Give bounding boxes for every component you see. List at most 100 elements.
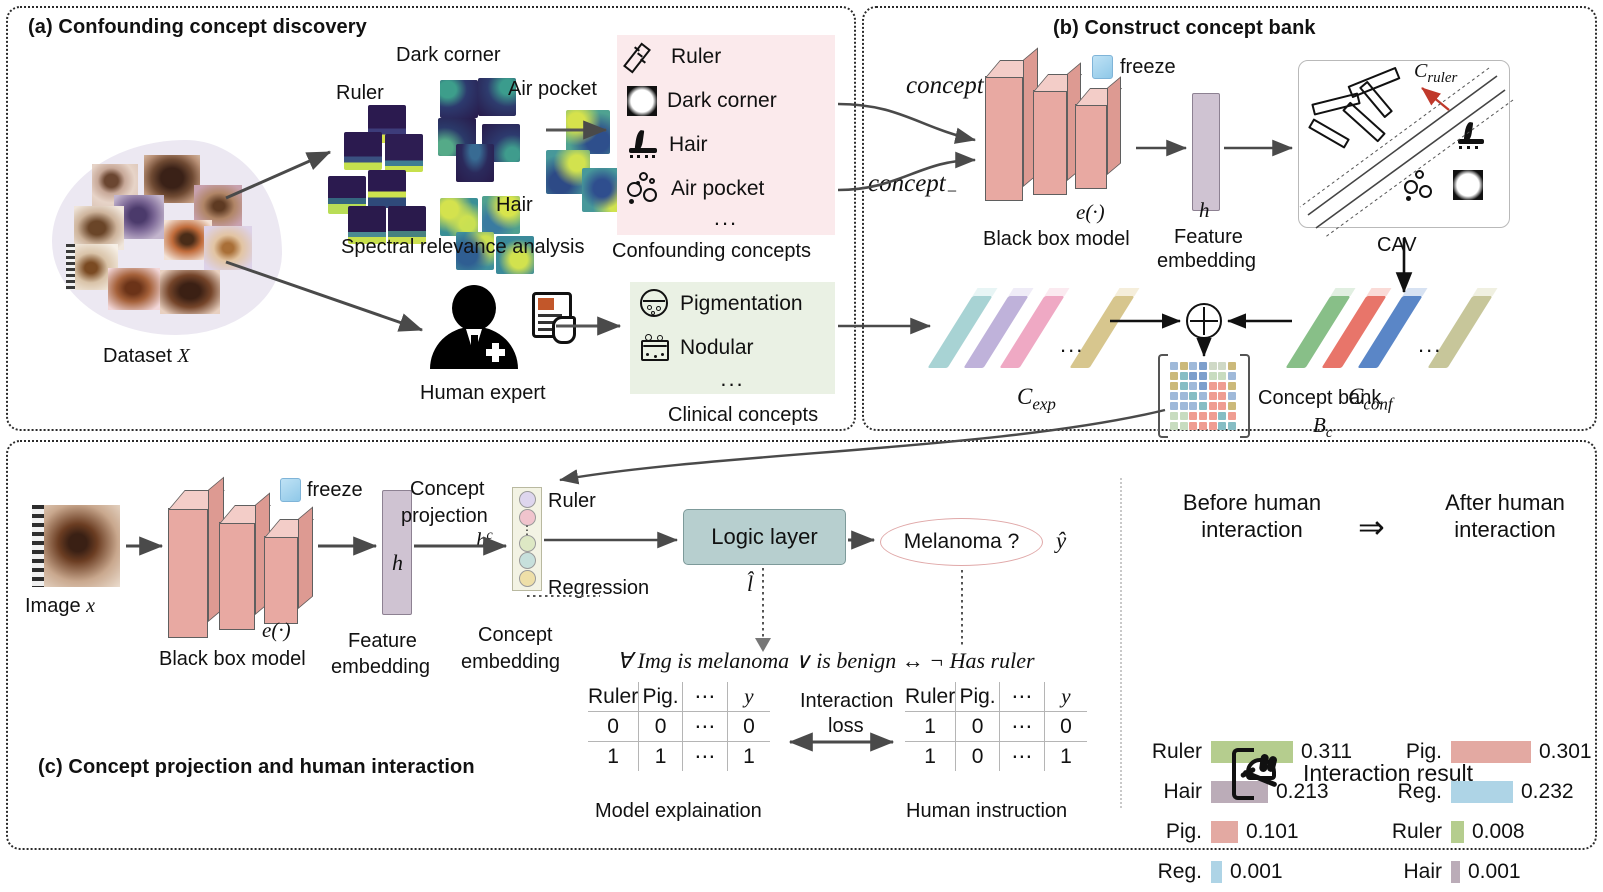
concept-projection-line1: Concept: [410, 478, 485, 500]
bar-value: 0.301: [1539, 740, 1592, 763]
table-row: 1 0 ⋯ 0: [905, 711, 1087, 742]
cav-label: CAV: [1377, 234, 1417, 256]
cav-ruler-icons: [1298, 60, 1510, 228]
concept-bottom-label: Regression: [548, 577, 650, 599]
c-conf-vectors: ...: [1285, 288, 1518, 380]
table-cell: ⋯: [681, 711, 728, 742]
encoder-symbol-c: e(·): [262, 618, 291, 642]
human-instruction-table: Ruler Pig. ⋯ y 1 0 ⋯ 0 1 0 ⋯ 1: [905, 682, 1087, 771]
table-cell: 0: [955, 711, 1000, 742]
concept-dot: [518, 552, 536, 570]
bar: [1451, 781, 1513, 803]
table-cell: ⋯: [998, 741, 1045, 771]
concept-row-nodular: Nodular: [630, 326, 835, 370]
panel-a-confounding-concept-discovery: [6, 6, 856, 431]
dataset-label: Dataset X: [103, 345, 190, 367]
feature-symbol-c: h: [392, 550, 403, 575]
concept-projection-line2: projection: [401, 505, 488, 527]
concept-label: Hair: [669, 133, 708, 156]
cluster-label-dark-corner: Dark corner: [396, 44, 501, 66]
nodular-icon: [640, 333, 670, 363]
feature-embedding-bar-c: [382, 490, 412, 615]
concept-positive-label: concept+: [906, 72, 996, 103]
c-conf-ellipsis: ...: [1418, 332, 1443, 357]
bar: [1451, 741, 1531, 763]
table-cell: ⋯: [998, 711, 1045, 742]
table-header: Ruler: [905, 682, 957, 712]
bar: [1451, 821, 1464, 843]
bar-label: Ruler: [1151, 740, 1202, 763]
black-box-model-c: [168, 476, 338, 650]
concept-bank-label: Concept bank: [1258, 387, 1382, 409]
concept-row-ruler: Ruler: [617, 35, 835, 79]
chart-before-plot: Ruler 0.311 Hair 0.213 Pig. 0.101 Reg. 0…: [1145, 556, 1360, 883]
confounding-concepts-box: Ruler Dark corner Hair Air pocket ...: [617, 35, 835, 235]
concept-label: Air pocket: [671, 177, 765, 200]
table-cell: 0: [726, 711, 770, 742]
freeze-label-b: freeze: [1120, 56, 1176, 78]
bar-label: Reg.: [1157, 860, 1202, 883]
model-explanation-table: Ruler Pig. ⋯ y 0 0 ⋯ 0 1 1 ⋯ 1: [588, 682, 770, 771]
panel-b-construct-concept-bank: [862, 6, 1597, 431]
bar: [1211, 861, 1222, 883]
ruler-icon: [623, 40, 661, 74]
black-box-model-b: [985, 47, 1145, 215]
interaction-result-icon: [1232, 746, 1290, 804]
chart-title: After human interaction: [1445, 490, 1565, 542]
concept-embedding-column: ⋮: [512, 487, 542, 591]
concept-row-hair: Hair: [617, 123, 835, 167]
table-cell: 1: [1043, 741, 1087, 771]
concept-embedding-label-line2: embedding: [461, 651, 560, 673]
table-row: 1 0 ⋯ 1: [905, 741, 1087, 771]
concept-label: Nodular: [680, 336, 754, 359]
hair-icon: [627, 129, 659, 160]
clinical-ellipsis: ...: [720, 366, 745, 391]
table-header: y: [1043, 682, 1087, 712]
confounding-ellipsis: ...: [713, 205, 739, 230]
chart-title: Before human interaction: [1182, 490, 1322, 542]
concept-top-label: Ruler: [548, 490, 596, 512]
panel-a-title: (a) Confounding concept discovery: [28, 16, 367, 38]
panel-b-title: (b) Construct concept bank: [1053, 17, 1316, 39]
concept-bank-symbol: Bc: [1313, 413, 1333, 442]
c-conf-label: Cconf: [1348, 384, 1393, 414]
concept-embedding-label-line1: Concept: [478, 624, 553, 646]
table-cell: 0: [588, 711, 640, 742]
chart-before-human-interaction: Before human interaction: [1152, 490, 1352, 544]
input-image-label: Image x: [25, 595, 96, 617]
bar: [1211, 821, 1238, 843]
prediction-label: Melanoma ?: [903, 530, 1020, 553]
chart-after-human-interaction: After human interaction: [1410, 490, 1600, 544]
chart-after-plot: Pig. 0.301 Reg. 0.232 Ruler 0.008 Hair 0…: [1385, 556, 1600, 883]
table-cell: 1: [726, 741, 770, 771]
table-header: Ruler: [588, 682, 640, 712]
bar: [1451, 861, 1460, 883]
interaction-loss-line2: loss: [828, 715, 864, 737]
freeze-icon-c: [280, 478, 301, 502]
prediction-symbol: ŷ: [1056, 528, 1067, 553]
interaction-result-label: Interaction result: [1303, 760, 1474, 786]
freeze-icon-b: [1092, 55, 1113, 79]
logic-formula: ∀ Img is melanoma ∨ is benign ↔ ¬ Has ru…: [617, 648, 1035, 673]
table-cell: 0: [955, 741, 1000, 771]
feature-embedding-label-line1-b: Feature: [1174, 226, 1243, 248]
feature-embedding-label-line1-c: Feature: [348, 630, 417, 652]
table-header: Pig.: [638, 682, 683, 712]
concept-dot: [518, 569, 536, 587]
model-explanation-caption: Model explaination: [595, 800, 762, 822]
air-pocket-icon: [627, 172, 661, 206]
logic-layer-box: Logic layer: [683, 509, 846, 565]
input-image-symbol: x: [86, 595, 96, 617]
table-cell: 0: [638, 711, 683, 742]
concept-dots-ellipsis: ⋮: [521, 523, 533, 538]
plus-operator: [1186, 303, 1222, 339]
bar-value: 0.008: [1472, 820, 1525, 843]
bar-label: Hair: [1163, 780, 1202, 803]
bar-label: Hair: [1403, 860, 1442, 883]
bar-label: Ruler: [1391, 820, 1442, 843]
human-expert-icon: [430, 285, 530, 369]
prediction-oval: Melanoma ?: [880, 518, 1043, 566]
bar-value: 0.232: [1521, 780, 1574, 803]
table-cell: 1: [905, 741, 957, 771]
feature-embedding-bar-b: [1192, 93, 1220, 211]
